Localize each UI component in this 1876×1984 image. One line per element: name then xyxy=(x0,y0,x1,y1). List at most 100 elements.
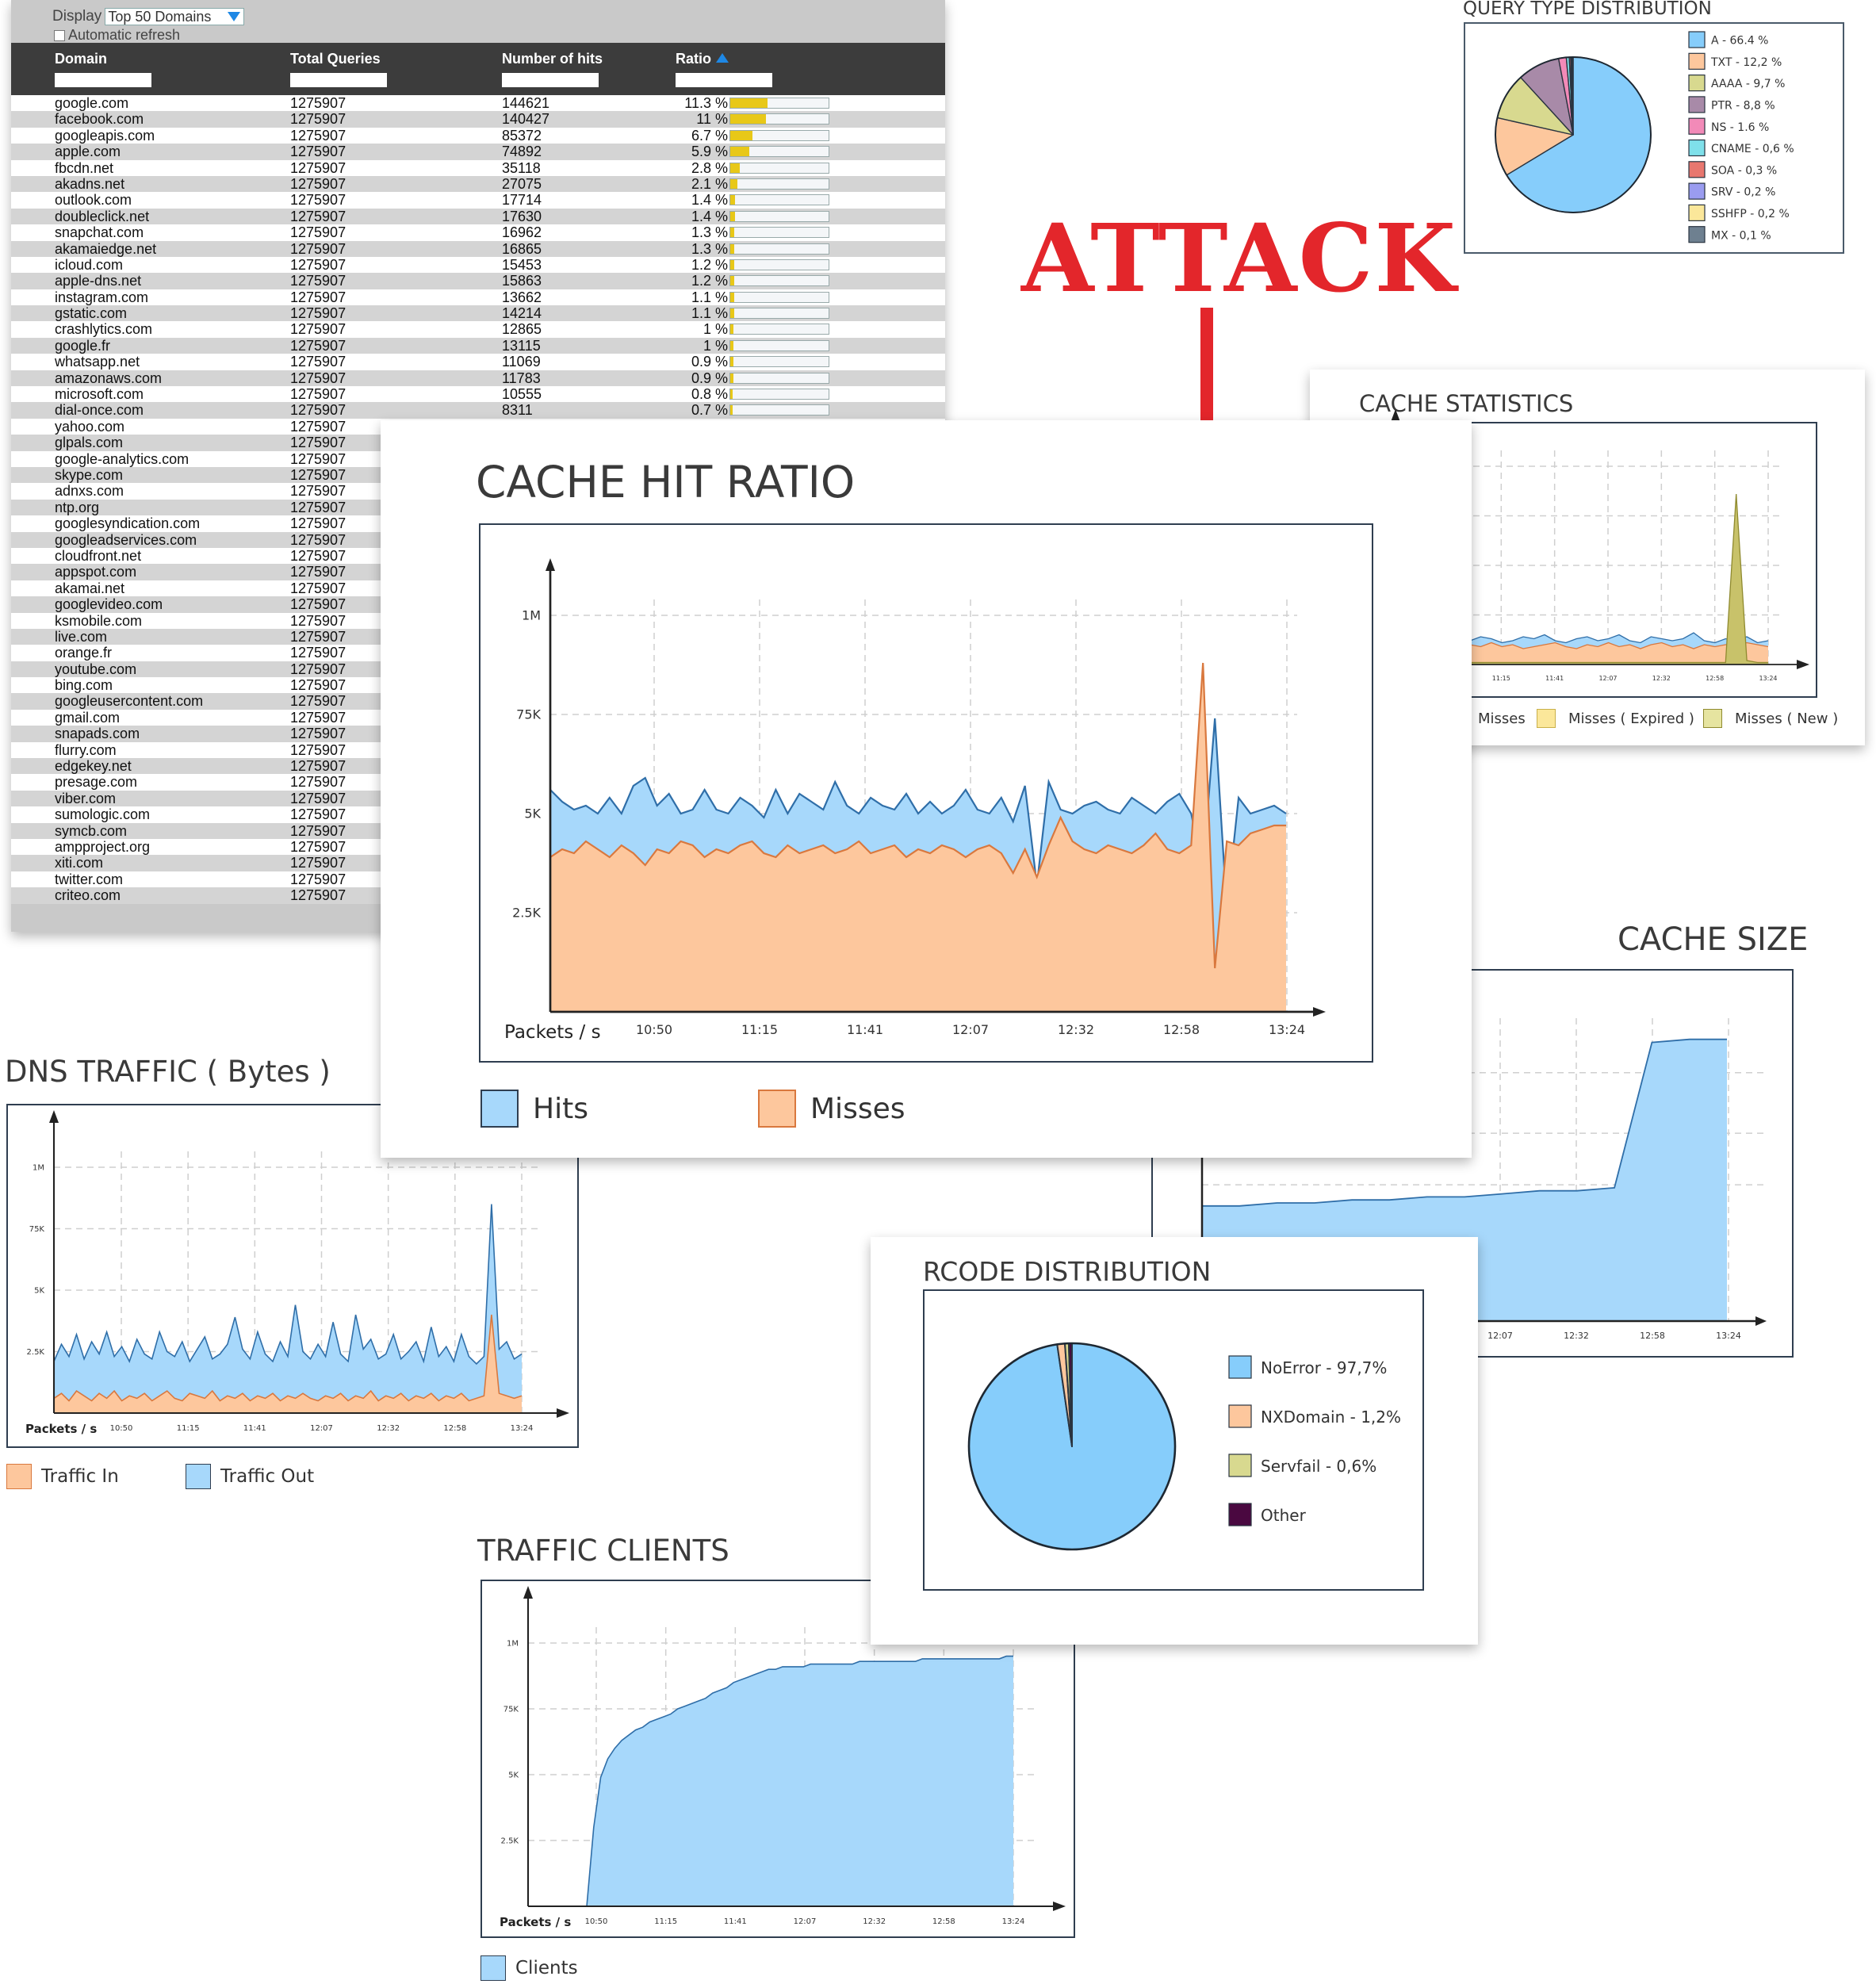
legend-label-txt[interactable]: TXT - 12,2 % xyxy=(1710,56,1782,69)
cell-domain: dial-once.com xyxy=(55,402,144,419)
legend-label-srv[interactable]: SRV - 0,2 % xyxy=(1711,186,1775,199)
legend-label: Clients xyxy=(515,1958,578,1978)
ratio-bar-fill xyxy=(730,405,733,416)
legend-label-a[interactable]: A - 66.4 % xyxy=(1711,35,1768,48)
cell-total-queries: 1275907 xyxy=(290,596,346,613)
cell-ratio: 1.1 % xyxy=(691,289,728,305)
rcode-pie-chart: NoError - 97,7% NXDomain - 1,2% Servfail -… xyxy=(967,1342,1401,1551)
cell-total-queries: 1275907 xyxy=(290,386,346,403)
column-header-ratio[interactable]: Ratio xyxy=(676,51,729,67)
cell-number-of-hits: 13662 xyxy=(502,289,542,305)
legend-label-other[interactable]: Other xyxy=(1261,1506,1307,1525)
area-traffic-in xyxy=(54,1315,522,1413)
ratio-bar xyxy=(729,372,829,384)
legend-label-servfail[interactable]: Servfail - 0,6% xyxy=(1261,1457,1376,1476)
display-select[interactable]: Top 50 Domains xyxy=(105,8,245,25)
ratio-bar xyxy=(729,162,829,174)
column-header-domain[interactable]: Domain xyxy=(55,51,108,67)
display-label: Display xyxy=(52,8,102,25)
cell-number-of-hits: 140427 xyxy=(502,111,550,128)
ratio-bar xyxy=(729,243,829,255)
legend-item-misses-new[interactable]: Misses ( New ) xyxy=(1703,709,1838,728)
cell-total-queries: 1275907 xyxy=(290,175,346,192)
rcode-chart-frame: NoError - 97,7% NXDomain - 1,2% Servfail -… xyxy=(923,1289,1424,1591)
pie-slice-mx[interactable] xyxy=(1572,56,1574,136)
cell-number-of-hits: 17630 xyxy=(502,208,542,224)
filter-input-domain[interactable] xyxy=(55,73,151,87)
cell-total-queries: 1275907 xyxy=(290,127,346,144)
legend-label-nxdomain[interactable]: NXDomain - 1,2% xyxy=(1261,1408,1401,1427)
automatic-refresh-checkbox[interactable] xyxy=(54,29,65,41)
legend-item-misses[interactable]: Misses xyxy=(758,1090,905,1128)
legend-item-traffic-in[interactable]: Traffic In xyxy=(6,1464,119,1489)
x-tick-label: 12:07 xyxy=(310,1424,333,1433)
filter-input-number-of-hits[interactable] xyxy=(502,73,599,87)
cell-domain: akadns.net xyxy=(55,175,125,192)
legend-label-ptr[interactable]: PTR - 8,8 % xyxy=(1711,100,1775,113)
x-tick-label: 11:41 xyxy=(724,1917,747,1926)
x-tick-label: 11:15 xyxy=(654,1917,677,1926)
legend-item-hits[interactable]: Hits xyxy=(480,1090,588,1128)
automatic-refresh-control[interactable]: Automatic refresh xyxy=(54,27,180,44)
ratio-bar-fill xyxy=(730,178,737,189)
column-header-number-of-hits[interactable]: Number of hits xyxy=(502,51,603,67)
cell-number-of-hits: 11783 xyxy=(502,370,541,386)
legend-label: Hits xyxy=(533,1092,588,1125)
cell-domain: adnxs.com xyxy=(55,483,124,500)
cell-total-queries: 1275907 xyxy=(290,871,346,887)
display-control: Display Top 50 Domains xyxy=(52,8,245,25)
x-tick-label: 11:15 xyxy=(1492,675,1510,682)
ratio-bar-fill xyxy=(730,163,740,173)
cell-domain: google.com xyxy=(55,95,129,111)
sort-ascending-icon[interactable] xyxy=(716,53,729,63)
legend-item-misses-expired[interactable]: Misses ( Expired ) xyxy=(1537,709,1694,728)
legend-label-cname[interactable]: CNAME - 0,6 % xyxy=(1711,143,1794,155)
y-tick-label: 5K xyxy=(34,1287,44,1296)
cell-domain: skype.com xyxy=(55,466,124,483)
legend-label-ns[interactable]: NS - 1.6 % xyxy=(1711,121,1769,134)
legend-item-clients[interactable]: Clients xyxy=(480,1955,578,1981)
chevron-down-icon[interactable] xyxy=(228,12,241,21)
legend-label-mx[interactable]: MX - 0,1 % xyxy=(1711,229,1771,242)
x-tick-label: 10:50 xyxy=(636,1022,672,1037)
legend-label-aaaa[interactable]: AAAA - 9,7 % xyxy=(1711,78,1785,90)
cell-domain: snapads.com xyxy=(55,726,140,742)
cell-domain: whatsapp.net xyxy=(55,354,140,370)
legend-label-noerror[interactable]: NoError - 97,7% xyxy=(1261,1358,1387,1377)
cell-domain: googleusercontent.com xyxy=(55,693,204,710)
legend-label-soa[interactable]: SOA - 0,3 % xyxy=(1711,164,1777,177)
legend-item-traffic-out[interactable]: Traffic Out xyxy=(186,1464,314,1489)
legend-swatch xyxy=(758,1090,796,1128)
line-traffic-in xyxy=(53,1314,523,1402)
cell-total-queries: 1275907 xyxy=(290,354,346,370)
column-header-total-queries[interactable]: Total Queries xyxy=(290,51,381,67)
cell-domain: akamai.net xyxy=(55,580,125,596)
legend-label: Misses xyxy=(810,1092,905,1125)
filter-input-ratio[interactable] xyxy=(676,73,772,87)
legend-label-sshfp[interactable]: SSHFP - 0,2 % xyxy=(1711,208,1790,220)
filter-input-total-queries[interactable] xyxy=(290,73,387,87)
y-tick-label: 1M xyxy=(522,608,541,623)
x-tick-label: 12:32 xyxy=(863,1917,886,1926)
